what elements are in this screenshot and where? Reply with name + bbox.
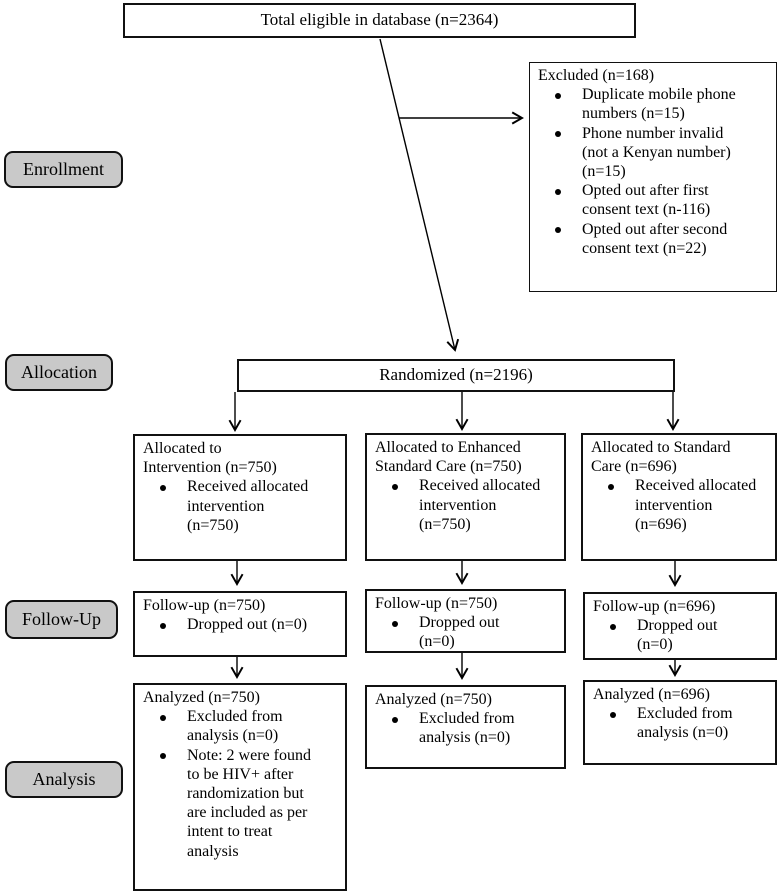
bullet-list: Excluded from analysis (n=0) [593,704,767,742]
box-followup-enhanced: Follow-up (n=750) Dropped out (n=0) [365,589,566,653]
box-randomized: Randomized (n=2196) [237,359,675,392]
box-title: Randomized (n=2196) [379,365,533,385]
box-followup-intervention: Follow-up (n=750) Dropped out (n=0) [133,591,347,657]
bullet-list: Dropped out (n=0) [375,613,556,651]
bullet-item: Opted out after second consent text (n=2… [538,220,768,258]
bullet-item: Excluded from analysis (n=0) [593,704,767,742]
bullet-item: Dropped out (n=0) [375,613,556,651]
box-analyzed-enhanced: Analyzed (n=750) Excluded from analysis … [365,685,566,769]
box-title: Follow-up (n=696) [593,598,716,615]
bullet-item: Excluded from analysis (n=0) [143,707,337,745]
bullet-item: Dropped out (n=0) [593,616,767,654]
box-title: Allocated to Enhanced Standard Care (n=7… [375,439,522,476]
bullet-item: Note: 2 were found to be HIV+ after rand… [143,746,337,861]
box-title: Analyzed (n=750) [143,689,260,706]
box-title: Analyzed (n=750) [375,691,492,708]
box-followup-standard: Follow-up (n=696) Dropped out (n=0) [583,592,777,660]
bullet-item: Received allocated intervention (n=750) [375,476,556,534]
box-excluded: Excluded (n=168) Duplicate mobile phone … [529,62,777,292]
box-title: Follow-up (n=750) [143,597,266,614]
bullet-item: Dropped out (n=0) [143,615,337,634]
box-allocated-intervention: Allocated to Intervention (n=750) Receiv… [133,434,347,561]
box-allocated-standard: Allocated to Standard Care (n=696) Recei… [581,433,777,561]
bullet-list: Excluded from analysis (n=0) Note: 2 wer… [143,707,337,861]
stage-label-analysis: Analysis [5,761,123,798]
box-title: Excluded (n=168) [538,67,655,84]
box-title: Allocated to Intervention (n=750) [143,440,277,477]
box-allocated-enhanced: Allocated to Enhanced Standard Care (n=7… [365,433,566,561]
box-title: Allocated to Standard Care (n=696) [591,439,731,476]
bullet-item: Duplicate mobile phone numbers (n=15) [538,85,768,123]
box-total-eligible: Total eligible in database (n=2364) [123,3,636,38]
arrow-total-to-randomized [379,38,460,352]
bullet-item: Excluded from analysis (n=0) [375,709,556,747]
stage-label-allocation: Allocation [5,354,113,391]
bullet-list: Received allocated intervention (n=696) [591,476,767,534]
box-analyzed-intervention: Analyzed (n=750) Excluded from analysis … [133,683,347,891]
bullet-list: Received allocated intervention (n=750) [375,476,556,534]
stage-label-enrollment: Enrollment [4,151,123,188]
bullet-list: Excluded from analysis (n=0) [375,709,556,747]
bullet-list: Dropped out (n=0) [143,615,337,634]
bullet-list: Dropped out (n=0) [593,616,767,654]
bullet-item: Phone number invalid (not a Kenyan numbe… [538,124,768,182]
box-analyzed-standard: Analyzed (n=696) Excluded from analysis … [583,680,777,765]
bullet-item: Received allocated intervention (n=750) [143,477,337,535]
stage-label-text: Follow-Up [21,609,101,629]
bullet-list: Received allocated intervention (n=750) [143,477,337,535]
bullet-item: Opted out after first consent text (n-11… [538,181,768,219]
box-title: Total eligible in database (n=2364) [260,10,499,30]
stage-label-text: Analysis [32,769,96,789]
bullet-item: Received allocated intervention (n=696) [591,476,767,534]
stage-label-text: Enrollment [23,159,104,179]
stage-label-text: Allocation [21,362,97,382]
bullet-list: Duplicate mobile phone numbers (n=15) Ph… [538,85,768,258]
stage-label-followup: Follow-Up [5,600,118,639]
box-title: Analyzed (n=696) [593,686,710,703]
box-title: Follow-up (n=750) [375,595,498,612]
